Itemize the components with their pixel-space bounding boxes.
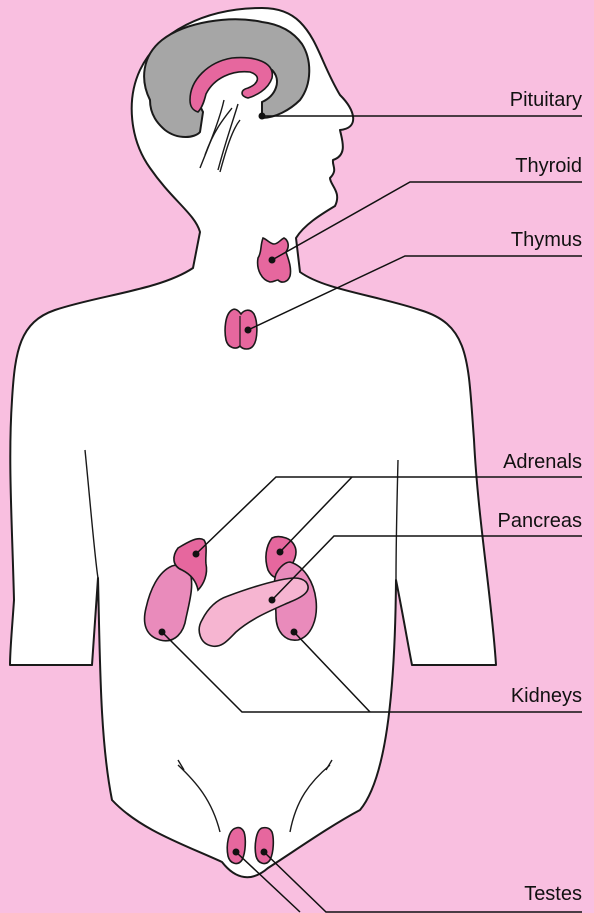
pancreas-dot	[269, 597, 276, 604]
label-pituitary: Pituitary	[510, 89, 582, 111]
thymus-dot	[245, 327, 252, 334]
pituitary-dot	[259, 113, 266, 120]
label-pancreas: Pancreas	[498, 510, 583, 532]
thyroid-dot	[269, 257, 276, 264]
body-outline	[10, 8, 496, 877]
label-kidneys: Kidneys	[511, 685, 582, 707]
label-testes: Testes	[524, 883, 582, 905]
thymus-gland	[225, 309, 257, 349]
label-adrenals: Adrenals	[503, 451, 582, 473]
testes-dot-left	[233, 849, 240, 856]
adrenal-dot-right	[277, 549, 284, 556]
kidney-dot-right	[291, 629, 298, 636]
testes-dot-right	[261, 849, 268, 856]
label-thyroid: Thyroid	[515, 155, 582, 177]
label-thymus: Thymus	[511, 229, 582, 251]
kidney-dot-left	[159, 629, 166, 636]
adrenal-dot-left	[193, 551, 200, 558]
